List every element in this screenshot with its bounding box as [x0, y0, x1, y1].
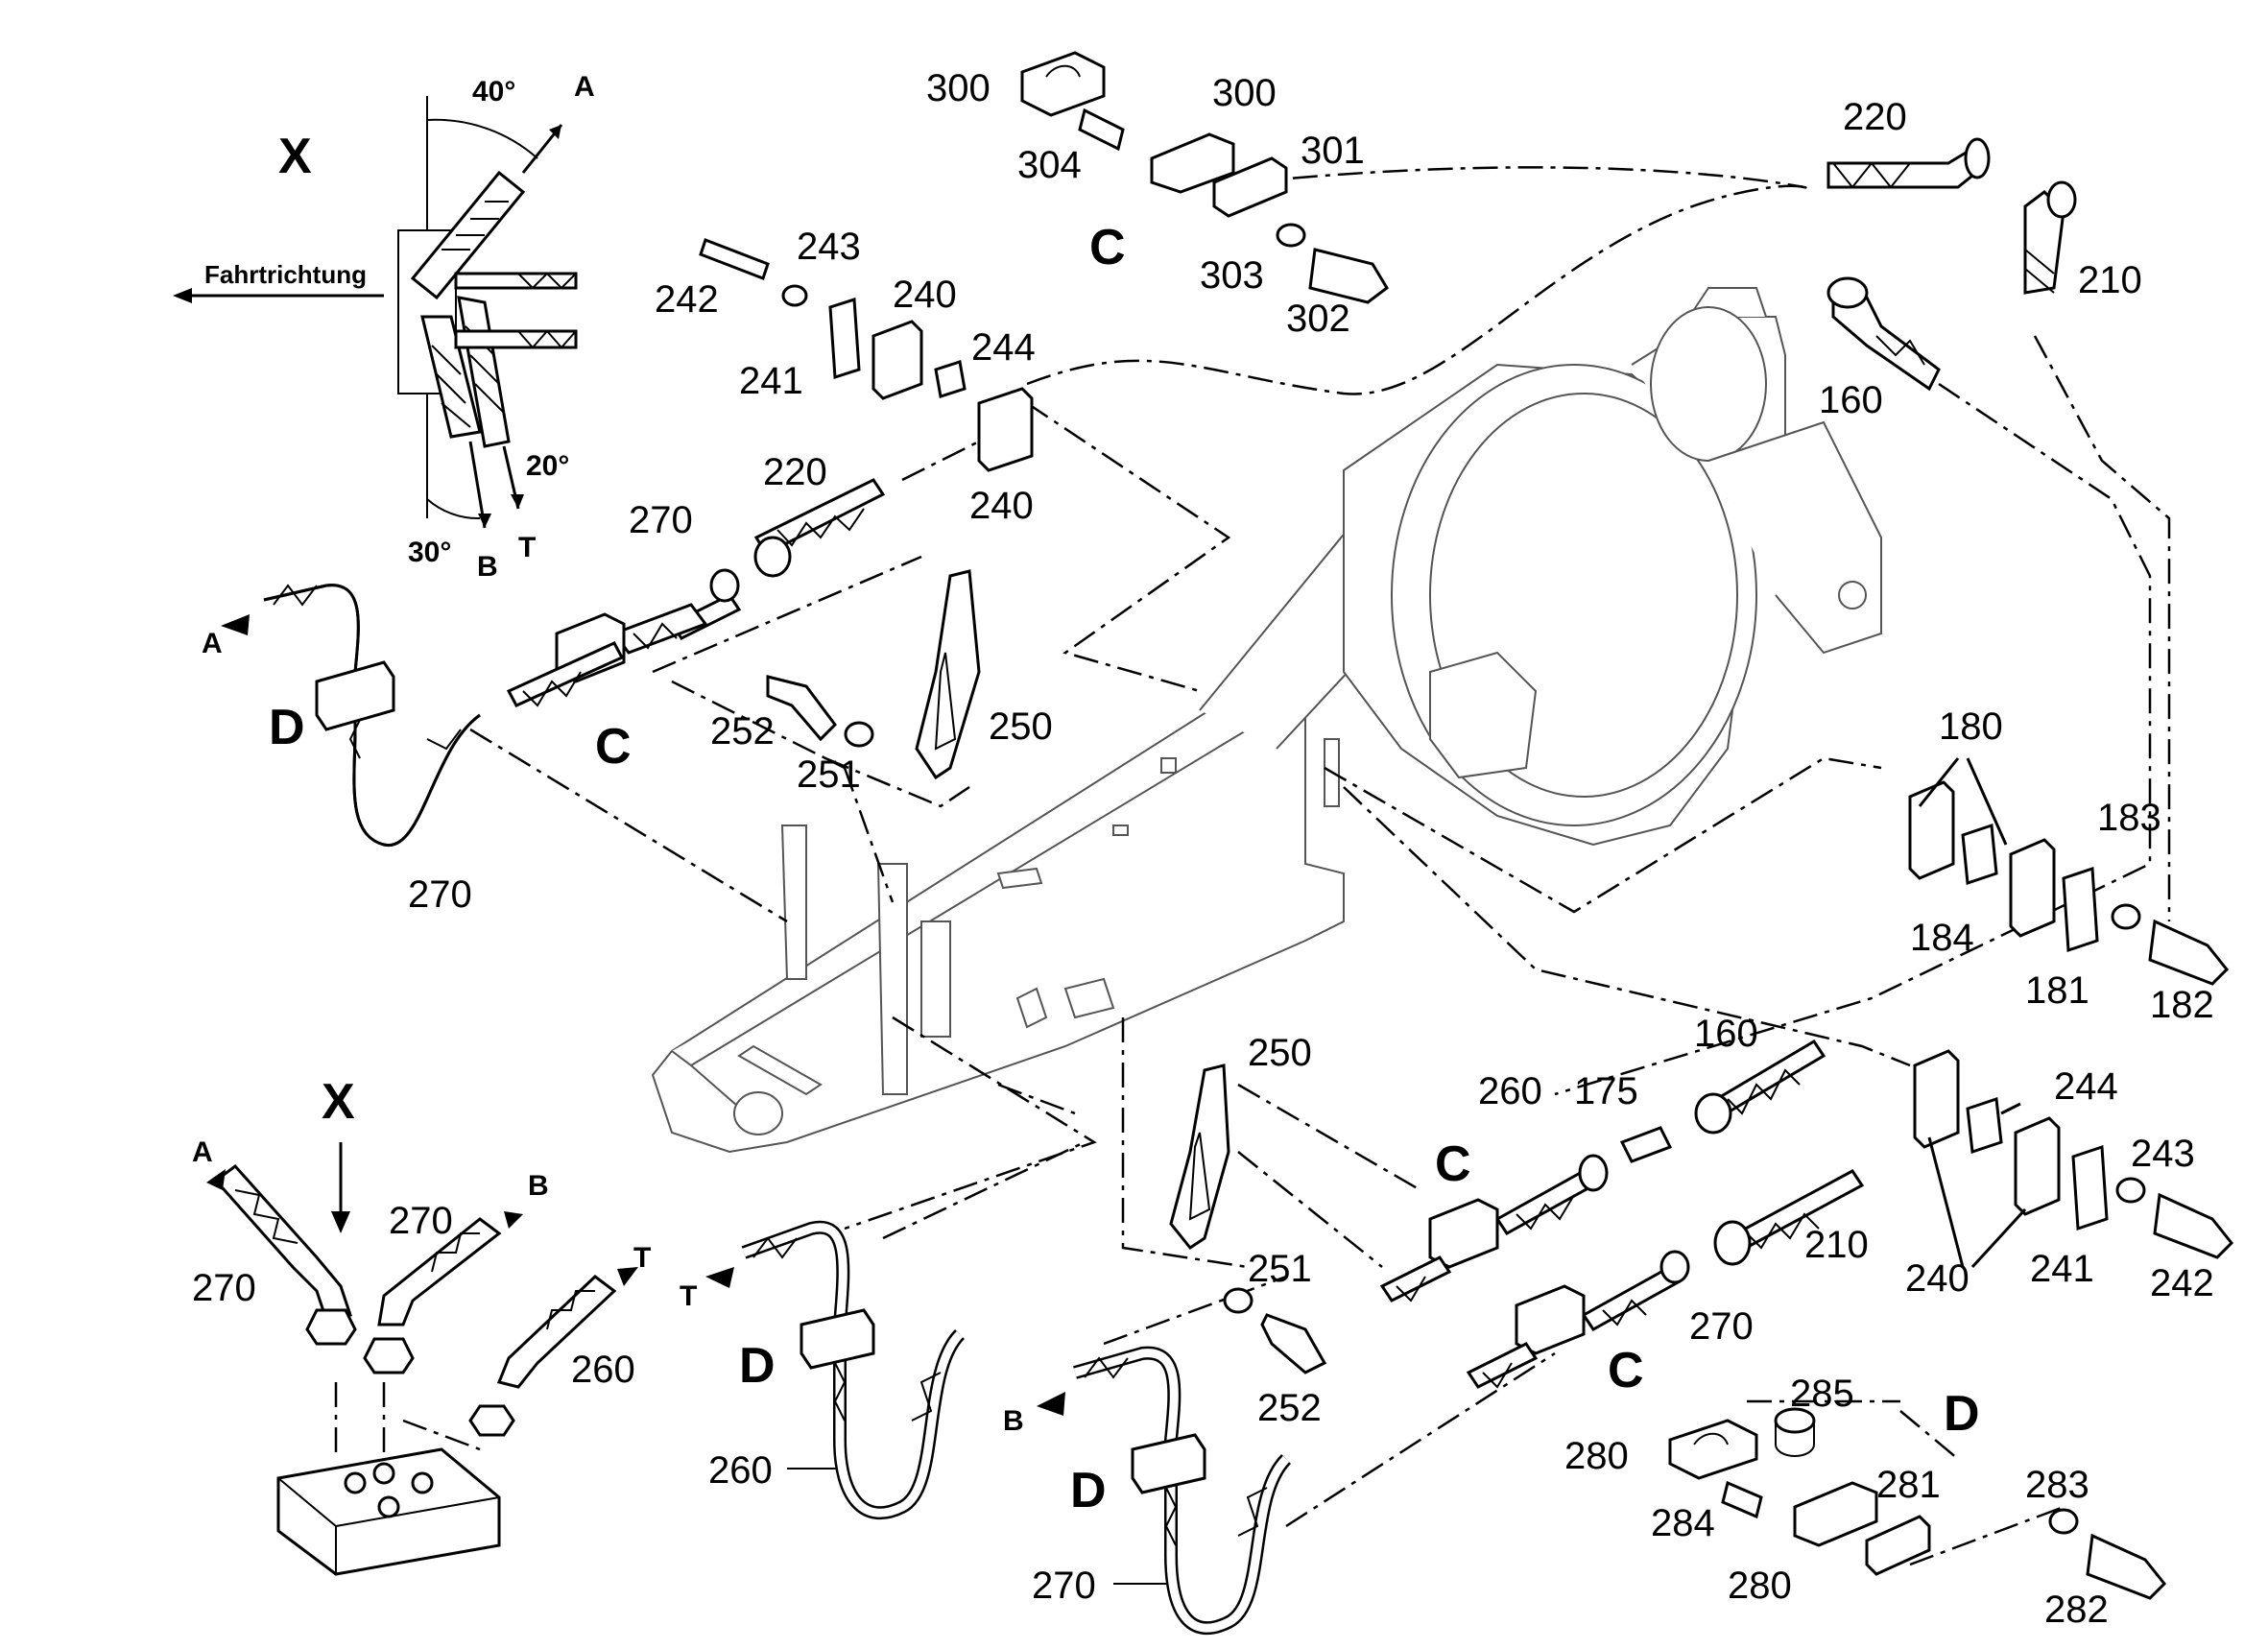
- part-250b: 250: [1248, 1032, 1312, 1074]
- part-220a: 220: [1843, 96, 1907, 138]
- hose-assembly-bottom-center: B D 270: [1003, 1346, 1292, 1635]
- angle-30: 30°: [408, 537, 451, 568]
- part-220b: 220: [763, 451, 827, 493]
- part-270a: 270: [629, 499, 693, 541]
- angle-20: 20°: [526, 450, 569, 482]
- part-242a: 242: [655, 278, 719, 321]
- clamp-parts-top: 300 300 304 301 C 303 302: [926, 51, 1389, 340]
- part-304: 304: [1017, 144, 1082, 186]
- view-label-d-bottom-center: D: [1070, 1463, 1107, 1518]
- part-270f: 270: [1032, 1565, 1096, 1607]
- part-240b: 240: [969, 485, 1034, 527]
- part-260b: 260: [571, 1349, 635, 1391]
- hoses-upper-right: 220 210 160: [1819, 96, 2142, 421]
- part-280b: 280: [1728, 1565, 1792, 1607]
- part-251b: 251: [1248, 1248, 1312, 1290]
- part-210b: 210: [1804, 1224, 1869, 1266]
- part-242b: 242: [2150, 1262, 2214, 1304]
- angle-40: 40°: [472, 76, 515, 108]
- part-285: 285: [1790, 1373, 1854, 1415]
- view-label-c-right-lower: C: [1608, 1343, 1644, 1398]
- port-label-t-top: T: [518, 532, 536, 563]
- part-303: 303: [1200, 254, 1264, 297]
- part-250a: 250: [989, 705, 1053, 748]
- part-302: 302: [1286, 298, 1350, 340]
- part-181: 181: [2025, 969, 2089, 1012]
- port-label-b-bottom: B: [528, 1170, 549, 1202]
- part-282: 282: [2044, 1589, 2109, 1631]
- part-210a: 210: [2078, 259, 2142, 301]
- view-x-bottom: X A B T 270 270 260: [192, 1074, 651, 1576]
- port-label-a-bottom: A: [192, 1136, 213, 1168]
- port-label-t-bottom: T: [633, 1242, 651, 1274]
- part-283: 283: [2025, 1464, 2089, 1506]
- part-182: 182: [2150, 984, 2214, 1026]
- part-175: 175: [1574, 1070, 1638, 1112]
- part-251a: 251: [797, 753, 861, 796]
- axle-frame: [651, 287, 1882, 1154]
- part-280a: 280: [1564, 1435, 1629, 1477]
- direction-label: Fahrtrichtung: [204, 260, 367, 289]
- view-x-top: X Fahrtrichtung 40° 20° 30° A B T: [173, 71, 595, 583]
- clamp-parts-right-lower: 244 243 240 241 242: [1905, 1049, 2234, 1304]
- hoses-upper-left: 220 270 C 252 251 250: [506, 451, 1053, 796]
- part-243b: 243: [2131, 1133, 2195, 1175]
- port-label-b-top: B: [477, 551, 498, 583]
- part-183: 183: [2097, 797, 2161, 839]
- part-270b: 270: [408, 873, 472, 916]
- part-260c: 260: [708, 1449, 773, 1492]
- view-label-x-bottom: X: [322, 1074, 355, 1130]
- part-300a: 300: [926, 67, 991, 109]
- view-label-c-left: C: [595, 719, 632, 775]
- hose-assembly-bottom-mid: T D 260: [680, 1220, 966, 1519]
- assembly-lines: [334, 166, 2171, 1566]
- part-180: 180: [1939, 705, 2003, 748]
- view-label-d-left: D: [269, 700, 305, 755]
- part-241b: 241: [2030, 1248, 2094, 1290]
- part-244b: 244: [2054, 1065, 2118, 1108]
- part-240a: 240: [893, 274, 957, 316]
- port-label-a-top: A: [574, 71, 595, 103]
- part-270d: 270: [192, 1267, 256, 1309]
- part-281: 281: [1876, 1464, 1941, 1506]
- port-label-b-mid: B: [1003, 1405, 1024, 1437]
- part-243a: 243: [797, 226, 861, 268]
- part-300b: 300: [1212, 72, 1277, 114]
- clamp-parts-upper-left: 243 242 240 241 244 240: [655, 226, 1036, 527]
- port-label-t-mid: T: [680, 1280, 697, 1312]
- part-301: 301: [1301, 130, 1365, 172]
- part-252a: 252: [710, 710, 775, 753]
- part-240c: 240: [1905, 1257, 1970, 1300]
- view-label-d-bottom-mid: D: [739, 1338, 776, 1394]
- part-270c: 270: [1689, 1305, 1754, 1348]
- part-244a: 244: [971, 326, 1036, 369]
- hoses-center-right: 250 160 260 175 C 210 251 252 270 C: [1169, 1013, 1869, 1429]
- part-252b: 252: [1257, 1387, 1322, 1429]
- part-160b: 160: [1694, 1013, 1758, 1055]
- port-label-a-left: A: [202, 628, 223, 659]
- view-label-x-top: X: [278, 129, 312, 184]
- clamp-parts-d: 285 D 280 281 283 284 280 282: [1564, 1373, 2167, 1631]
- part-284: 284: [1651, 1502, 1715, 1544]
- part-260a: 260: [1478, 1070, 1542, 1112]
- part-241a: 241: [739, 360, 803, 402]
- view-label-c-top: C: [1089, 220, 1126, 275]
- hose-assembly-left: A D 270: [202, 584, 481, 916]
- view-label-d-right: D: [1944, 1386, 1980, 1442]
- part-184: 184: [1910, 917, 1974, 959]
- view-label-c-right-upper: C: [1435, 1136, 1471, 1192]
- clamp-parts-right-upper: 180 183 184 181 182: [1908, 705, 2230, 1026]
- part-160a: 160: [1819, 379, 1883, 421]
- part-270e: 270: [389, 1200, 453, 1242]
